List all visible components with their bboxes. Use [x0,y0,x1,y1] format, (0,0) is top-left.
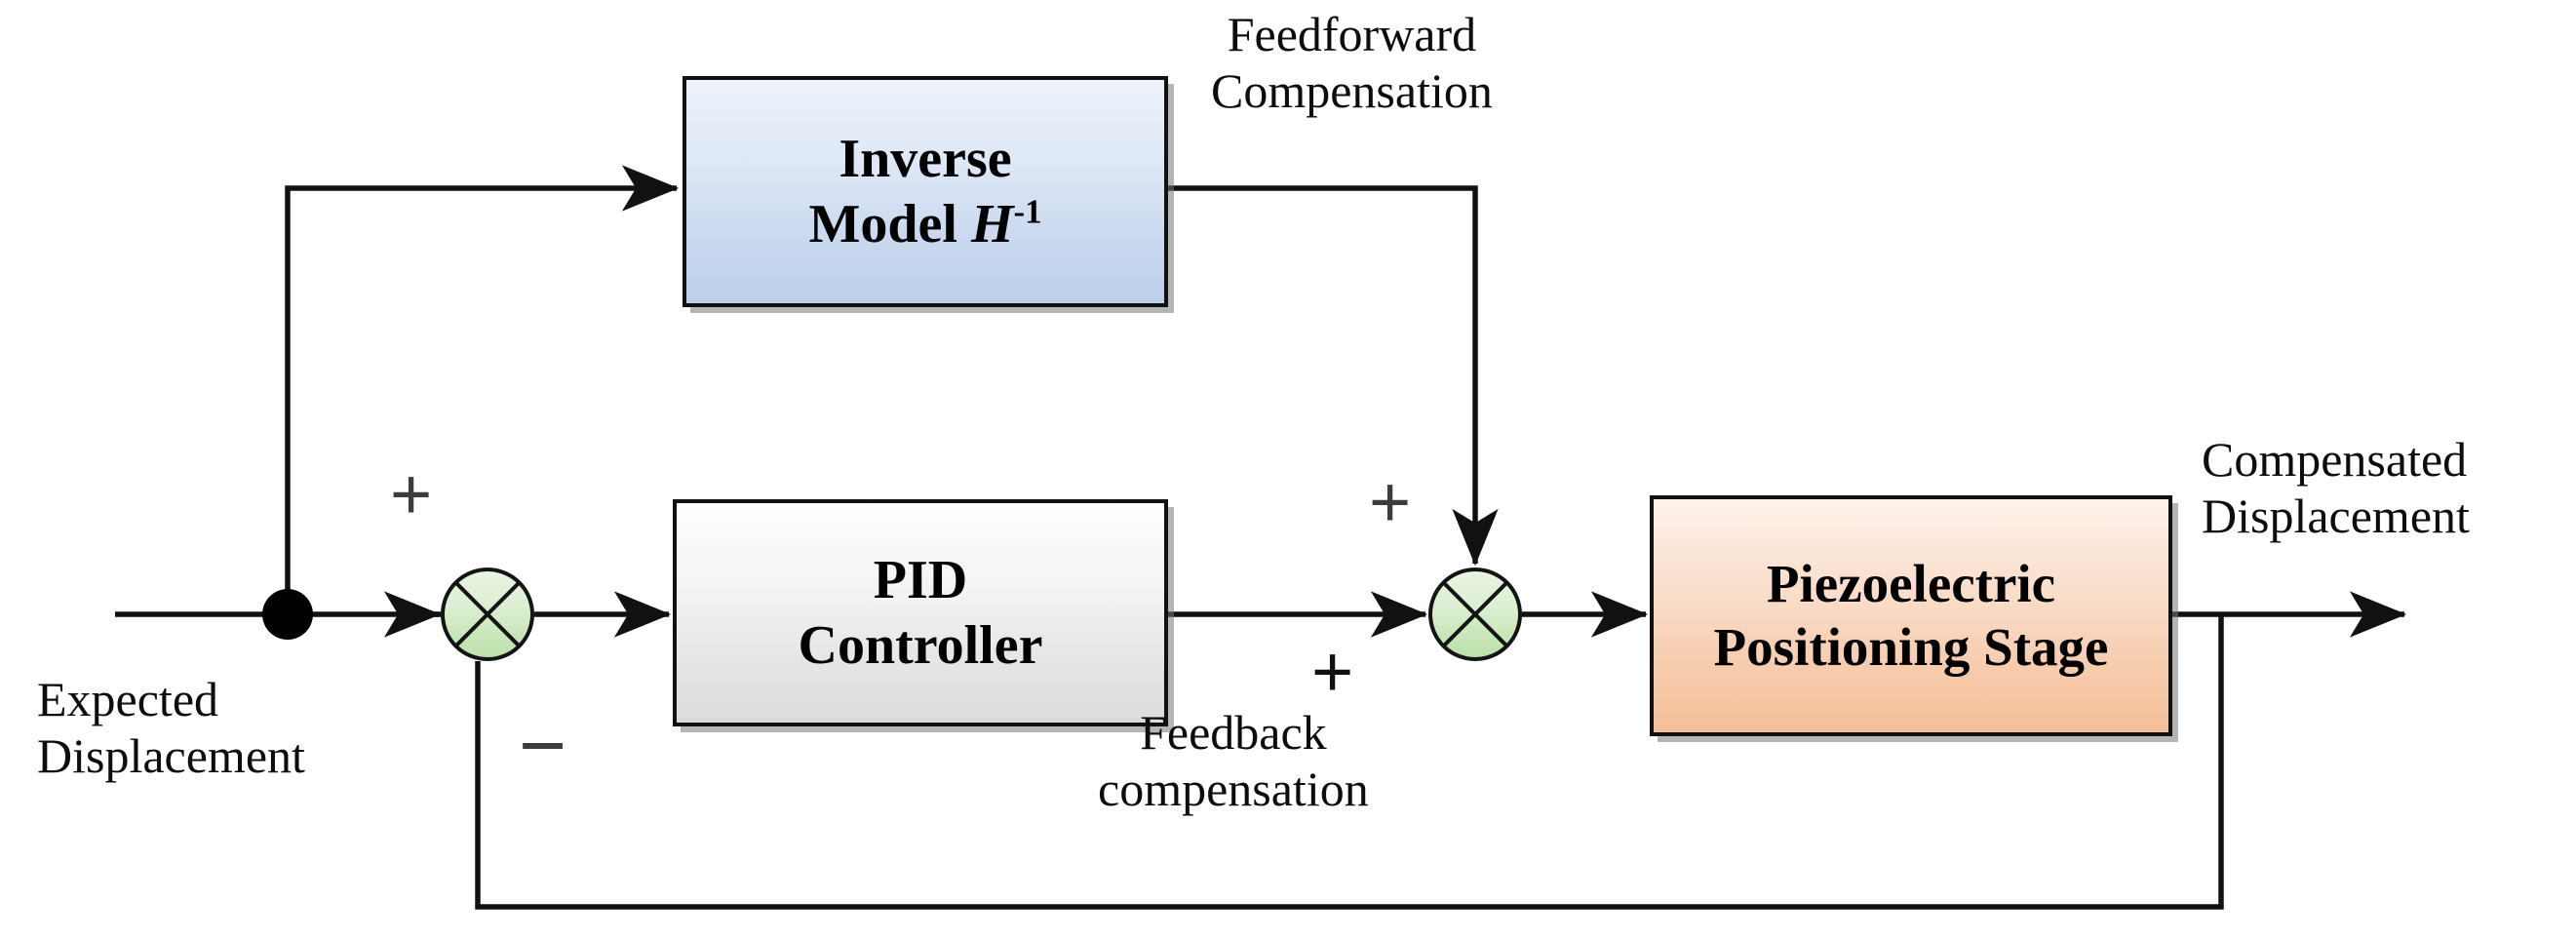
label-feedforward-line1: Feedforward [1227,7,1477,61]
inverse-model-line2-prefix: Model [808,193,971,255]
inverse-model-symbol: H [970,193,1014,255]
label-feedforward-line2: Compensation [1211,63,1493,118]
label-feedback-compensation: Feedback compensation [1098,704,1369,817]
label-compensated-displacement: Compensated Displacement [2202,431,2470,544]
summing-junction-error[interactable] [441,568,534,661]
block-piezoelectric-positioning-stage[interactable]: Piezoelectric Positioning Stage [1650,495,2172,736]
inverse-model-line1: Inverse [839,129,1012,190]
plus-sign-feedback-compensation: + [1311,631,1354,712]
inverse-model-line2: Model H-1 [809,192,1042,256]
label-expected-line1: Expected [37,672,219,726]
pid-line2: Controller [798,614,1043,676]
summing-junction-combine[interactable] [1428,568,1522,661]
plus-sign-feedforward: + [1369,461,1412,542]
inverse-model-exponent: -1 [1013,191,1042,230]
block-pid-controller[interactable]: PID Controller [673,499,1168,726]
piezo-line1: Piezoelectric [1766,553,2056,613]
wire-feedforward-to-sum-combine [1168,185,1478,511]
plus-sign-reference: + [390,453,433,534]
block-inverse-model[interactable]: Inverse Model H-1 [683,76,1168,307]
label-expected-displacement: Expected Displacement [37,671,305,784]
label-compensated-line1: Compensated [2202,432,2468,487]
wire-branch-up-to-inverse-model [285,185,624,614]
piezo-line2: Positioning Stage [1713,616,2109,677]
pid-line1: PID [873,550,968,611]
label-feedback-line2: compensation [1098,762,1369,816]
minus-sign-feedback: − [519,699,567,791]
label-expected-line2: Displacement [37,728,305,783]
label-feedforward-compensation: Feedforward Compensation [1211,6,1493,119]
label-feedback-line1: Feedback [1140,705,1327,760]
branch-node-dot [262,589,313,640]
label-compensated-line2: Displacement [2202,489,2470,543]
